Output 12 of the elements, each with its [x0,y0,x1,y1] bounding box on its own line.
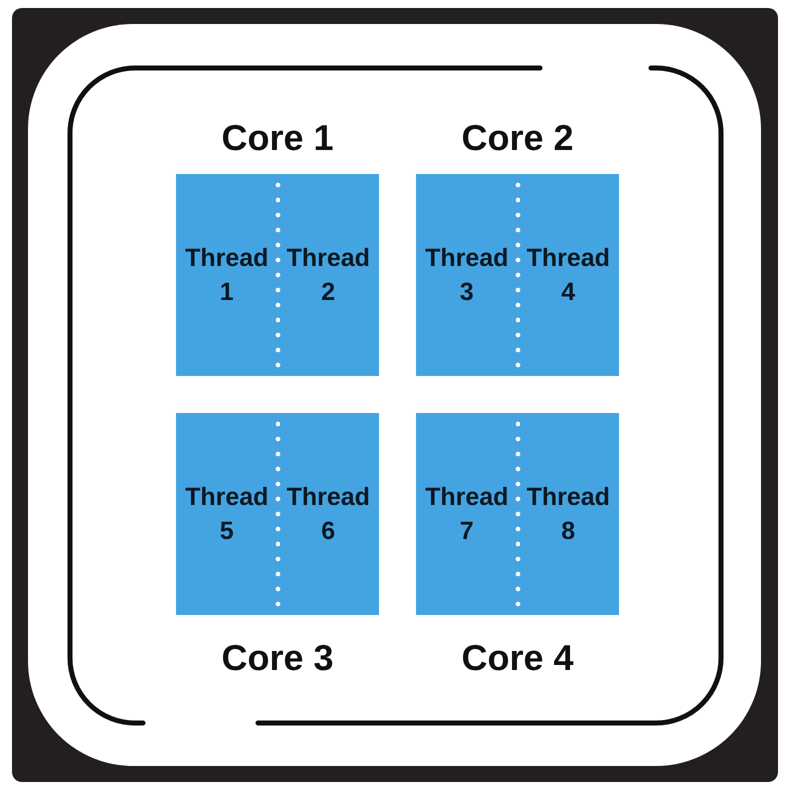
core-label: Core 2 [461,116,574,160]
thread-label: Thread 7 [425,482,508,547]
thread-label: Thread 5 [185,482,268,547]
thread-label: Thread 3 [425,243,508,308]
thread-label: Thread 8 [526,482,610,547]
thread-label: Thread 4 [526,243,610,308]
core-label: Core 3 [221,636,334,680]
thread-label: Thread 2 [286,243,370,308]
thread-label: Thread 1 [185,243,268,308]
thread-label: Thread 6 [286,482,370,547]
core-label: Core 4 [461,636,574,680]
core-label: Core 1 [221,116,334,160]
